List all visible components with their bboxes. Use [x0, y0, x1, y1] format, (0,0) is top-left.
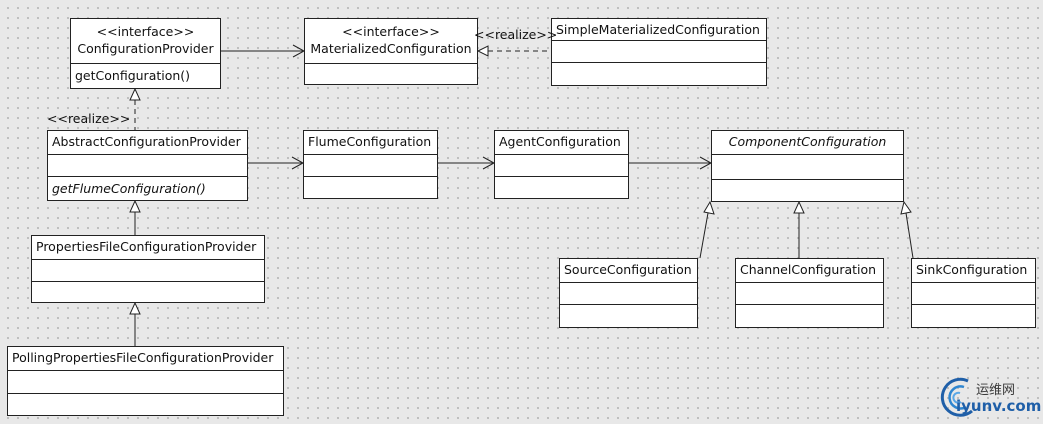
operations-section	[495, 177, 628, 198]
class-name: FlumeConfiguration	[308, 134, 432, 149]
class-header: SimpleMaterializedConfiguration	[552, 19, 766, 41]
operations-section	[560, 305, 697, 327]
swirl-icon	[940, 377, 973, 417]
operations-section: getFlumeConfiguration()	[48, 177, 247, 200]
operations-section	[712, 180, 903, 201]
stereotype-label: <<interface>>	[96, 24, 195, 39]
operations-section	[736, 305, 883, 327]
class-sink-configuration: SinkConfiguration	[911, 258, 1036, 328]
attributes-section	[304, 155, 437, 177]
class-simple-materialized-configuration: SimpleMaterializedConfiguration	[551, 18, 767, 86]
attributes-section	[48, 155, 247, 177]
stereotype-label: <<interface>>	[342, 24, 440, 39]
class-polling-properties-file-configuration-provider: PollingPropertiesFileConfigurationProvid…	[7, 346, 284, 416]
hollow-triangle-head	[900, 200, 912, 215]
class-name: SinkConfiguration	[916, 262, 1028, 277]
class-header: ComponentConfiguration	[712, 131, 903, 155]
hollow-triangle-head	[129, 87, 141, 101]
operations-section: getConfiguration()	[71, 64, 220, 88]
class-header: PollingPropertiesFileConfigurationProvid…	[8, 347, 283, 371]
class-name: SimpleMaterializedConfiguration	[556, 22, 760, 37]
attributes-section	[8, 371, 283, 394]
operations-section	[912, 305, 1035, 327]
watermark-cn-text: 运维网	[976, 383, 1016, 398]
class-name: SourceConfiguration	[564, 262, 692, 277]
hollow-triangle-head	[129, 301, 141, 315]
operations-section	[304, 177, 437, 198]
gen-sink-to-component	[905, 212, 914, 259]
class-header: FlumeConfiguration	[304, 131, 437, 155]
watermark-en-text: iyunv.com	[956, 397, 1042, 415]
class-source-configuration: SourceConfiguration	[559, 258, 698, 328]
class-header: <<interface>> MaterializedConfiguration	[305, 19, 477, 64]
hollow-triangle-head	[703, 200, 715, 215]
class-abstract-configuration-provider: AbstractConfigurationProvider getFlumeCo…	[47, 130, 248, 201]
class-name: AbstractConfigurationProvider	[52, 134, 241, 149]
gen-source-to-component	[699, 212, 709, 259]
attributes-section	[305, 64, 477, 84]
operations-section	[8, 394, 283, 415]
class-name: ChannelConfiguration	[740, 262, 877, 277]
watermark-logo: 运维网 iyunv.com	[938, 375, 1042, 421]
attributes-section	[495, 155, 628, 177]
class-name: MaterializedConfiguration	[310, 41, 472, 56]
class-header: ChannelConfiguration	[736, 259, 883, 283]
class-name: PropertiesFileConfigurationProvider	[36, 239, 257, 254]
operation-label: getFlumeConfiguration()	[52, 181, 206, 196]
class-header: SinkConfiguration	[912, 259, 1035, 283]
class-properties-file-configuration-provider: PropertiesFileConfigurationProvider	[31, 235, 265, 303]
hollow-triangle-head	[793, 200, 805, 214]
class-header: AbstractConfigurationProvider	[48, 131, 247, 155]
operations-section	[32, 282, 264, 302]
realize-label-top: <<realize>>	[474, 27, 558, 42]
class-header: AgentConfiguration	[495, 131, 628, 155]
attributes-section	[712, 155, 903, 180]
attributes-section	[912, 283, 1035, 305]
class-channel-configuration: ChannelConfiguration	[735, 258, 884, 328]
class-name: PollingPropertiesFileConfigurationProvid…	[12, 350, 274, 365]
class-materialized-configuration: <<interface>> MaterializedConfiguration	[304, 18, 478, 85]
class-agent-configuration: AgentConfiguration	[494, 130, 629, 199]
class-header: <<interface>> ConfigurationProvider	[71, 19, 220, 64]
hollow-triangle-head	[129, 199, 141, 213]
class-component-configuration: ComponentConfiguration	[711, 130, 904, 202]
operations-section	[552, 63, 766, 85]
class-configuration-provider: <<interface>> ConfigurationProvider getC…	[70, 18, 221, 89]
attributes-section	[32, 260, 264, 282]
attributes-section	[560, 283, 697, 305]
class-name: ConfigurationProvider	[77, 41, 214, 56]
class-header: PropertiesFileConfigurationProvider	[32, 236, 264, 260]
hollow-triangle-head	[476, 45, 489, 57]
realize-label-left: <<realize>>	[47, 111, 131, 126]
class-name: AgentConfiguration	[499, 134, 621, 149]
class-name: ComponentConfiguration	[728, 134, 887, 149]
class-flume-configuration: FlumeConfiguration	[303, 130, 438, 199]
class-header: SourceConfiguration	[560, 259, 697, 283]
attributes-section	[552, 41, 766, 63]
attributes-section	[736, 283, 883, 305]
operation-label: getConfiguration()	[75, 68, 191, 83]
